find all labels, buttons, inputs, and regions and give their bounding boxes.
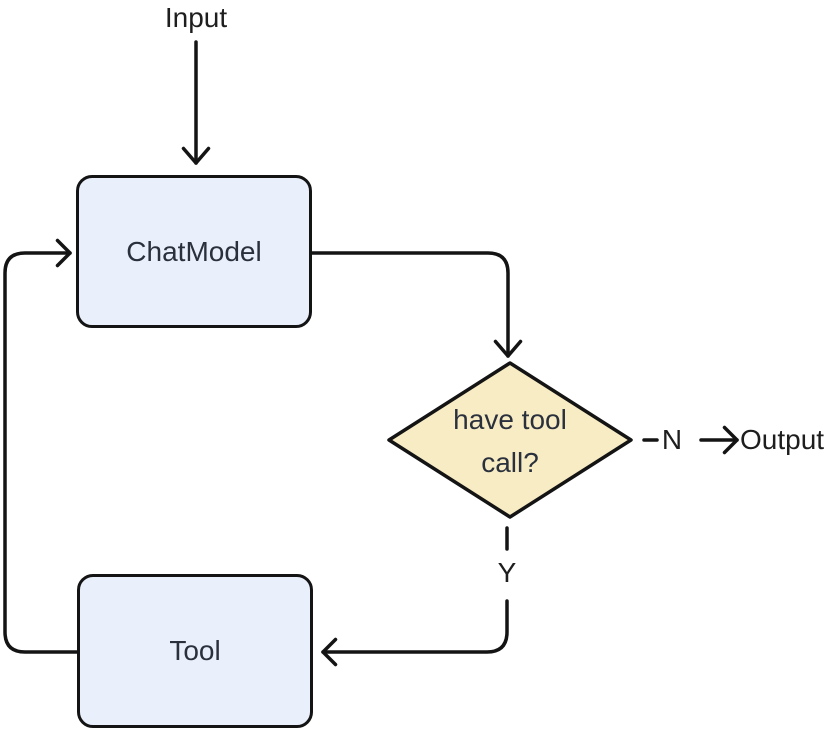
node-tool-label: Tool: [169, 635, 221, 666]
edge-tool-to-chatmodel-loop: [3, 251, 80, 654]
arrowhead-down-icon: [493, 339, 523, 358]
node-chatmodel-label: ChatModel: [126, 235, 262, 267]
arrowhead-right-icon: [722, 425, 739, 455]
output-label: Output: [740, 424, 825, 455]
edge-no-label: N: [661, 424, 683, 455]
arrowhead-down-icon: [181, 146, 211, 165]
decision-label-line2: call?: [481, 447, 539, 478]
node-tool: Tool: [77, 574, 313, 728]
edge-yes-label: Y: [497, 557, 517, 588]
node-chatmodel: ChatModel: [76, 175, 312, 328]
arrowhead-left-icon: [321, 637, 338, 667]
decision-diamond: [387, 361, 633, 519]
node-decision-label: have tool call?: [400, 398, 620, 484]
arrowhead-right-icon: [55, 238, 72, 268]
input-label: Input: [164, 2, 228, 33]
decision-label-line1: have tool: [453, 404, 567, 435]
edge-chatmodel-to-decision: [310, 251, 510, 358]
edge-yes-to-tool: [321, 599, 509, 654]
